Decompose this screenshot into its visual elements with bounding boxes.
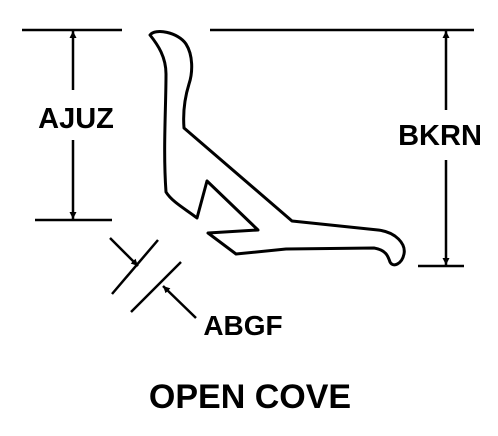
thickness-tick-upper [111, 239, 159, 295]
thickness-label: ABGF [203, 310, 282, 341]
thickness-dimension: ABGF [109, 237, 283, 341]
thickness-arrow-lower [162, 285, 197, 319]
diagram-title: OPEN COVE [149, 378, 351, 416]
left-height-label: AJUZ [38, 103, 114, 135]
left-height-dimension: AJUZ [22, 28, 122, 222]
thickness-arrow-upper [109, 237, 139, 267]
right-height-label: BKRN [398, 120, 482, 152]
right-height-dimension: BKRN [210, 28, 482, 268]
thickness-tick-lower [130, 261, 182, 313]
open-cove-profile [148, 30, 406, 267]
